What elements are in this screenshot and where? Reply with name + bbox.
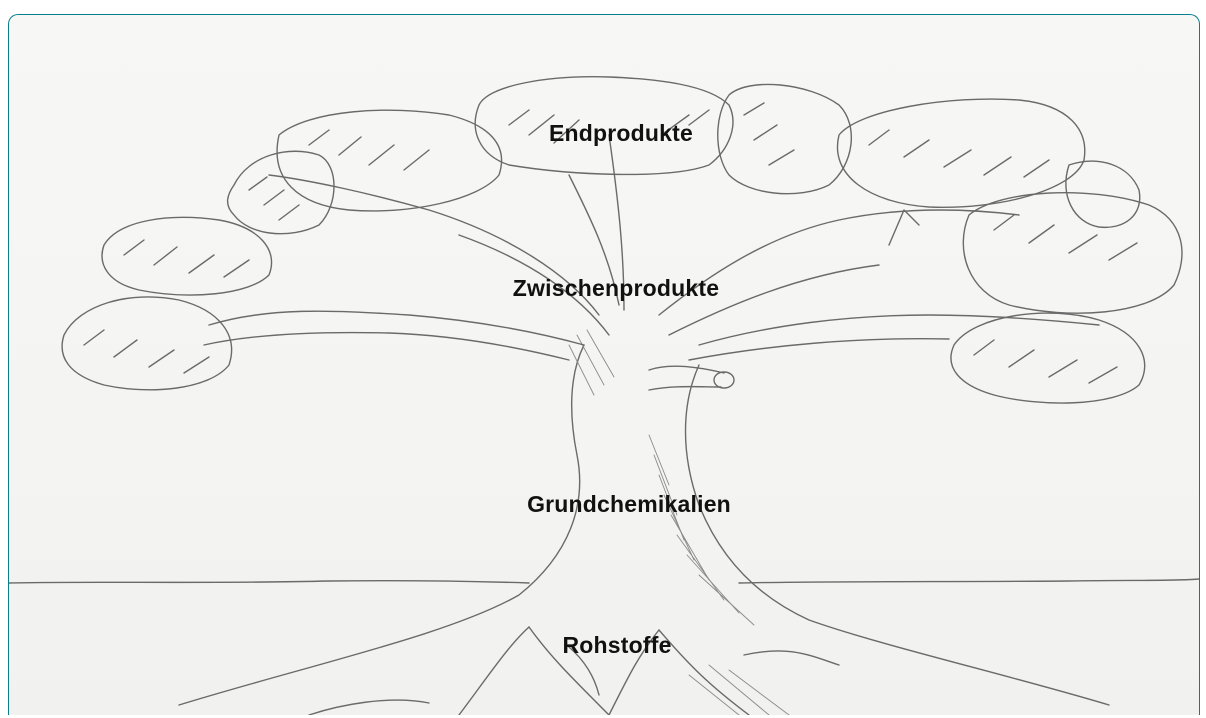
leaf-cluster-left xyxy=(228,151,334,233)
leaf-cluster-far-left-upper xyxy=(102,217,271,295)
leaf-cluster-upper-left xyxy=(277,110,501,211)
leaf-cluster-center-right xyxy=(718,84,852,193)
label-endprodukte: Endprodukte xyxy=(549,120,693,147)
ground-line xyxy=(9,581,529,583)
label-rohstoffe: Rohstoffe xyxy=(562,632,671,659)
label-zwischenprodukte: Zwischenprodukte xyxy=(513,275,719,302)
branch-right-low xyxy=(699,315,1099,345)
label-grundchemikalien: Grundchemikalien xyxy=(527,491,731,518)
branch-stub xyxy=(649,366,724,373)
leaf-cluster-upper-right xyxy=(837,99,1084,207)
figure-frame: Endprodukte Zwischenprodukte Grundchemik… xyxy=(8,14,1200,715)
branch-left-low xyxy=(209,311,584,345)
leaf-cluster-far-left-lower xyxy=(62,297,231,390)
trunk-left-edge xyxy=(179,345,584,705)
leaf-cluster-right xyxy=(963,193,1182,314)
leaf-cluster-lower-right xyxy=(951,313,1145,403)
